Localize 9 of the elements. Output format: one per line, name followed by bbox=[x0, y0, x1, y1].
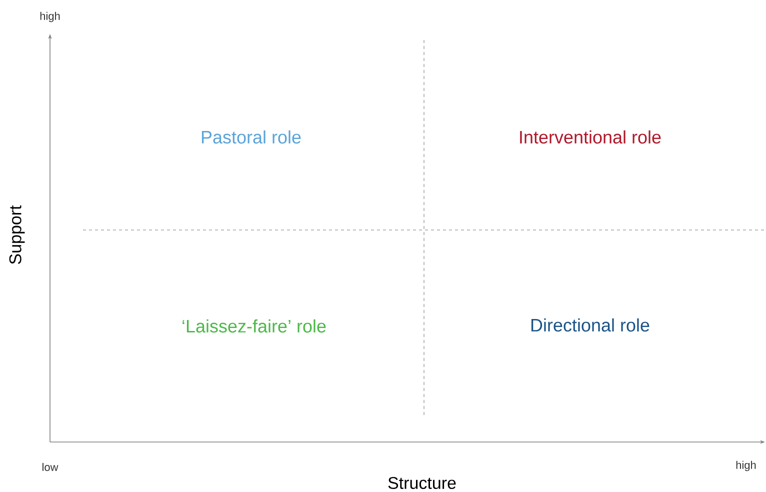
axis-end-label: high bbox=[40, 12, 60, 22]
quadrant-label: Directional role bbox=[531, 318, 650, 332]
quadrant-label: ‘Laissez-faire’ role bbox=[182, 319, 326, 333]
axis-end-label: low bbox=[42, 462, 58, 472]
axis-title: Structure bbox=[388, 476, 456, 490]
axis-title: Support bbox=[9, 205, 25, 264]
quadrant-label: Interventional role bbox=[520, 130, 661, 144]
axis-end-label: high bbox=[736, 460, 756, 472]
quadrant-label: Pastoral role bbox=[202, 130, 301, 144]
